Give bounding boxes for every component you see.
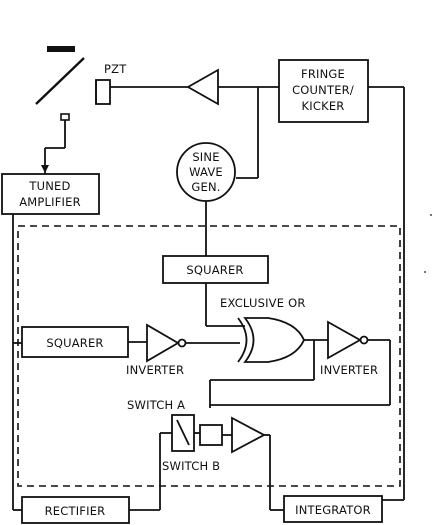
switch-b-label: SWITCH B bbox=[162, 459, 220, 473]
sine-label-2: WAVE bbox=[189, 165, 223, 179]
inverter-right bbox=[327, 320, 362, 360]
drive-amplifier bbox=[186, 68, 219, 106]
squarer-left-label: SQUARER bbox=[46, 336, 103, 350]
switch-a-label: SWITCH A bbox=[127, 398, 185, 412]
switch-b bbox=[199, 424, 223, 446]
integrator-amplifier bbox=[231, 416, 266, 454]
lock-in-enclosure bbox=[17, 225, 401, 487]
integrator-label: INTEGRATOR bbox=[295, 503, 371, 517]
mirror bbox=[47, 46, 75, 52]
squarer-top-label: SQUARER bbox=[186, 263, 243, 277]
squarer-left-box bbox=[21, 326, 129, 358]
rectifier-label: RECTIFIER bbox=[45, 504, 106, 518]
squarer-top-box bbox=[162, 255, 269, 284]
pzt-label: PZT bbox=[104, 62, 127, 76]
sine-label-1: SINE bbox=[192, 150, 219, 164]
fringe-counter-label-3: KICKER bbox=[302, 99, 345, 113]
inverter-right-label: INVERTER bbox=[320, 363, 378, 377]
inverter-left bbox=[146, 323, 180, 363]
detector bbox=[60, 113, 70, 121]
arrow-down-icon bbox=[41, 165, 49, 173]
tuned-amp-label-1: TUNED bbox=[28, 179, 70, 193]
fringe-counter-label-2: COUNTER/ bbox=[292, 83, 354, 97]
tuned-amp-label-2: AMPLIFIER bbox=[19, 195, 81, 209]
fringe-counter-label-1: FRINGE bbox=[301, 67, 345, 81]
beamsplitter bbox=[35, 57, 85, 105]
xor-gate bbox=[243, 317, 305, 363]
inverter-left-label: INVERTER bbox=[126, 363, 184, 377]
rectifier-box bbox=[21, 496, 130, 524]
integrator-box bbox=[283, 495, 383, 523]
pzt-element bbox=[95, 79, 111, 105]
sine-label-3: GEN. bbox=[191, 180, 220, 194]
fringe-counter-kicker-box bbox=[278, 59, 369, 123]
exclusive-or-label: EXCLUSIVE OR bbox=[220, 296, 306, 310]
tuned-amplifier-box bbox=[1, 173, 100, 215]
